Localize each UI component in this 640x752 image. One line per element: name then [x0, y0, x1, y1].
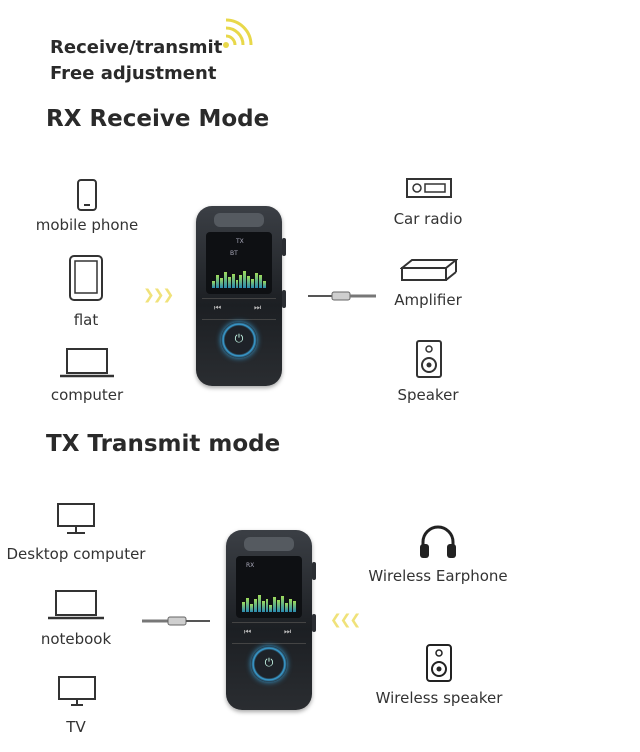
rx-output-car-radio: Car radio [393, 210, 463, 228]
speaker-icon [416, 340, 442, 378]
rx-device: TX BT ⏮ ⏭ ⏻ [196, 206, 286, 386]
headphones-icon [420, 525, 456, 558]
intro-line-1: Receive/transmit [50, 37, 223, 58]
tx-prev-button-icon: ⏮ [244, 627, 252, 636]
rx-screen-mode: TX [236, 238, 244, 245]
rx-prev-button-icon: ⏮ [214, 303, 222, 312]
rx-heading: RX Receive Mode [46, 106, 270, 132]
amplifier-icon [400, 259, 458, 281]
tx-source-desktop-computer: Desktop computer [6, 545, 146, 563]
tv-icon [58, 676, 96, 706]
tablet-icon [69, 255, 103, 301]
notebook-icon [48, 590, 104, 620]
rx-source-mobile-phone: mobile phone [35, 216, 139, 234]
aux-cable-icon [308, 291, 376, 301]
tx-power-knob: ⏻ [251, 646, 287, 682]
rx-power-icon: ⏻ [234, 332, 244, 345]
rx-signal-waves: ❯❯❯ [143, 287, 174, 303]
rx-output-amplifier: Amplifier [394, 291, 462, 309]
rx-next-button-icon: ⏭ [254, 303, 262, 312]
car-radio-icon [406, 178, 452, 198]
intro-line-2: Free adjustment [50, 63, 217, 84]
rx-source-flat: flat [73, 311, 99, 329]
desktop-monitor-icon [57, 503, 95, 534]
tx-output-wireless-earphone: Wireless Earphone [368, 567, 508, 585]
rx-screen-label: BT [230, 250, 238, 257]
tx-device: RX ⏮ ⏭ ⏻ [226, 530, 316, 710]
aux-cable-icon [142, 616, 210, 626]
wireless-speaker-icon [426, 644, 452, 682]
rx-output-speaker: Speaker [397, 386, 459, 404]
mobile-phone-icon [77, 179, 97, 211]
laptop-icon [60, 348, 114, 378]
tx-screen-mode: RX [246, 562, 255, 569]
wifi-signal-icon [223, 18, 253, 48]
rx-power-knob: ⏻ [221, 322, 257, 358]
tx-signal-waves: ❮❮❮ [330, 612, 361, 628]
tx-output-wireless-speaker: Wireless speaker [375, 689, 503, 707]
tx-next-button-icon: ⏭ [284, 627, 292, 636]
tx-source-tv: TV [66, 718, 86, 736]
rx-source-computer: computer [50, 386, 124, 404]
tx-heading: TX Transmit mode [46, 431, 281, 457]
tx-power-icon: ⏻ [264, 656, 274, 669]
tx-source-notebook: notebook [40, 630, 112, 648]
